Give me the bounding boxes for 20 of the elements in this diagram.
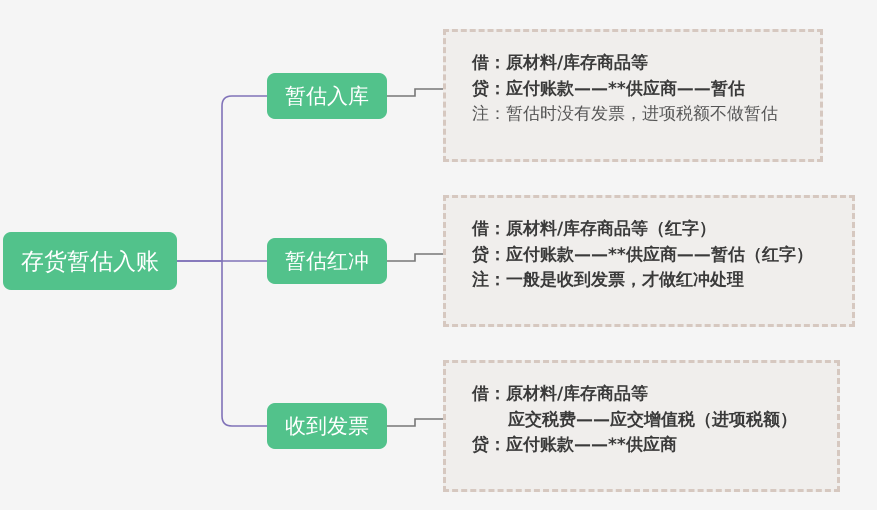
entry-text: 应交税费——应交增值税（进项税额） <box>508 408 797 432</box>
entry-text: 借：原材料/库存商品等 <box>472 383 648 406</box>
entry-text: 贷：应付账款——**供应商——暂估（红字） <box>472 244 813 266</box>
note-box <box>443 29 823 162</box>
note-box <box>443 360 840 492</box>
connector-line <box>387 418 443 427</box>
topic-box: 暂估入库 <box>267 73 387 119</box>
topic-box: 暂估红冲 <box>267 238 387 284</box>
entry-text: 贷：应付账款——**供应商 <box>472 434 677 457</box>
entry-text: 注：暂估时没有发票，进项税额不做暂估 <box>472 103 778 126</box>
entry-text: 借：原材料/库存商品等（红字） <box>472 218 716 241</box>
connector-line <box>387 88 443 97</box>
entry-text: 贷：应付账款——**供应商——暂估 <box>472 78 745 100</box>
entry-text: 注：一般是收到发票，才做红冲处理 <box>472 269 744 292</box>
topic-box: 收到发票 <box>267 403 387 449</box>
note-box <box>443 195 855 327</box>
central-topic-box: 存货暂估入账 <box>3 232 177 290</box>
connector-line <box>387 253 443 262</box>
connector-line <box>177 260 267 427</box>
entry-text: 借：原材料/库存商品等 <box>472 52 648 75</box>
